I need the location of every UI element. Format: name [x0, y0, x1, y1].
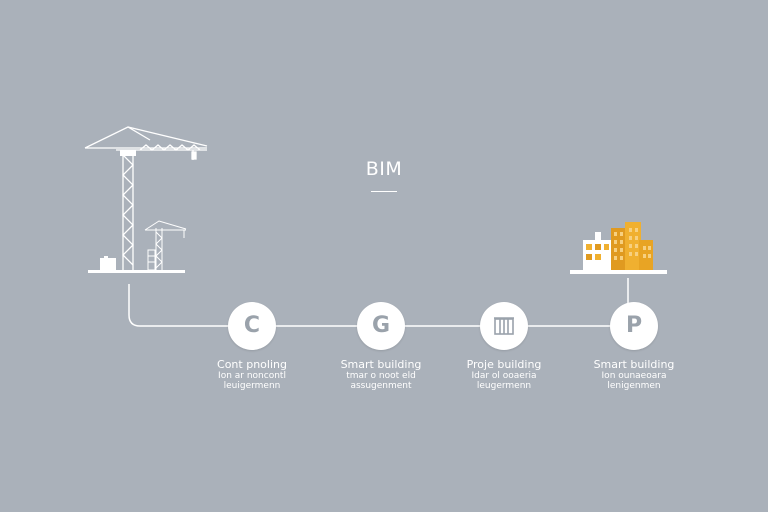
step-label-subtitle: leugermenn [476, 381, 532, 391]
step-label-subtitle: Ion ounaeoara [601, 371, 667, 381]
left-platform [88, 270, 185, 273]
step-label-4: Smart building Ion ounaeoara lenigenmen [574, 358, 694, 391]
step-label-subtitle: tmar o noot eld [346, 371, 416, 381]
step-label-1: Cont pnoling Ion ar noncontl leuigermenn [192, 358, 312, 391]
letter-g-icon: G [371, 313, 391, 338]
step-label-title: Cont pnoling [217, 358, 287, 371]
letter-p-icon: P [625, 313, 643, 338]
diagram-title: BIM [365, 158, 403, 180]
step-label-title: Proje building [466, 358, 542, 371]
step-node-4: P [610, 302, 658, 350]
step-label-subtitle: Ion ar noncontl [218, 371, 286, 381]
step-node-2: G [357, 302, 405, 350]
step-node-1: C [228, 302, 276, 350]
process-connector-line [128, 278, 629, 327]
right-platform [570, 270, 667, 274]
finished-building-illustration [583, 222, 653, 270]
step-label-3: Proje building Idar ol ooaeria leugermen… [444, 358, 564, 391]
tower-crane-illustration [84, 126, 208, 270]
building-columns-icon [494, 317, 514, 335]
crane-base-block [100, 256, 116, 270]
step-label-title: Smart building [593, 358, 675, 371]
title-underline [371, 191, 397, 192]
step-node-3 [480, 302, 528, 350]
step-label-subtitle: Idar ol ooaeria [471, 371, 537, 381]
small-crane-illustration [144, 220, 187, 271]
letter-c-icon: C [243, 313, 261, 338]
step-label-subtitle: lenigenmen [607, 381, 661, 391]
step-label-subtitle: assugenment [350, 381, 412, 391]
step-label-subtitle: leuigermenn [223, 381, 281, 391]
step-label-title: Smart building [340, 358, 422, 371]
step-label-2: Smart building tmar o noot eld assugenme… [321, 358, 441, 391]
